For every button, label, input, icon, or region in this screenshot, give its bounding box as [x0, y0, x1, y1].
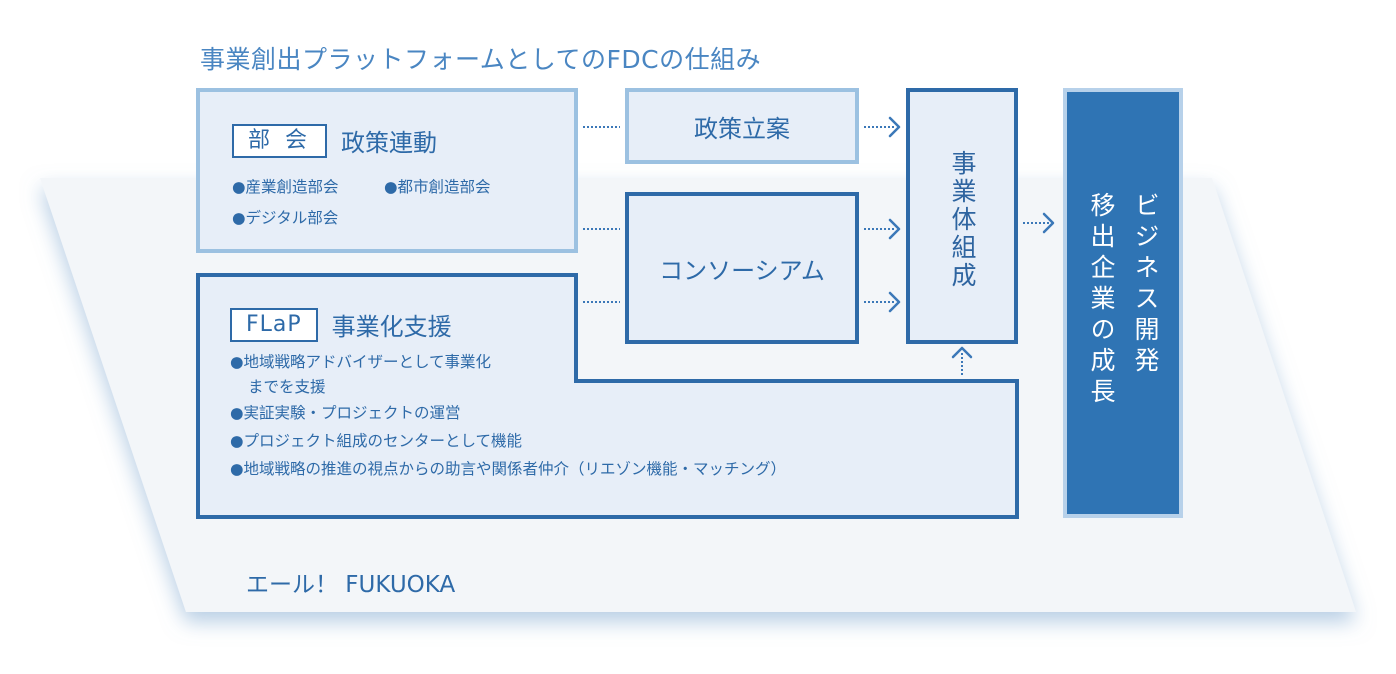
bukai-header: 部 会 政策連動	[232, 123, 437, 158]
bukai-bullet-1: ●産業創造部会	[232, 178, 339, 196]
policy-planning-box: 政策立案	[625, 88, 859, 164]
consortium-label: コンソーシアム	[659, 256, 825, 285]
diagram-title: 事業創出プラットフォームとしてのFDCの仕組み	[200, 45, 762, 74]
bukai-bullet-3: ●デジタル部会	[232, 209, 339, 227]
flap-bullet-4: ●地域戦略の推進の視点からの助言や関係者仲介（リエゾン機能・マッチング）	[230, 460, 787, 478]
flap-bullet-3: ●プロジェクト組成のセンターとして機能	[230, 432, 523, 450]
arrow-head-consortium-2	[888, 291, 901, 313]
flap-tag: FLaP	[230, 307, 318, 342]
bukai-bullet-2: ●都市創造部会	[384, 178, 491, 196]
bukai-box: 部 会 政策連動 ●産業創造部会 ●都市創造部会 ●デジタル部会	[196, 88, 578, 253]
outcome-business-development: ビジネス開発	[1131, 192, 1160, 378]
business-formation-box: 事業体組成	[906, 88, 1018, 344]
business-formation-label: 事業体組成	[948, 150, 977, 290]
consortium-box: コンソーシアム	[625, 192, 859, 344]
arrow-head-consortium-1	[888, 218, 901, 240]
arrow-head-up	[951, 346, 973, 359]
flap-heading: 事業化支援	[331, 313, 452, 341]
flap-bullet-2: ●実証実験・プロジェクトの運営	[230, 404, 461, 422]
bukai-tag: 部 会	[232, 123, 327, 158]
bukai-heading: 政策連動	[341, 129, 437, 157]
arrow-head-outcome	[1042, 212, 1055, 234]
flap-bullet-1: ●地域戦略アドバイザーとして事業化	[230, 353, 492, 371]
arrow-head-policy	[888, 116, 901, 138]
outcome-company-growth: 移出企業の成長	[1087, 192, 1116, 409]
flap-header: FLaP 事業化支援	[230, 307, 452, 342]
flap-bullet-1-cont: までを支援	[248, 378, 326, 396]
policy-planning-label: 政策立案	[694, 114, 790, 143]
platform-label: エール！ FUKUOKA	[246, 572, 456, 598]
outcome-box: ビジネス開発 移出企業の成長	[1063, 88, 1183, 518]
